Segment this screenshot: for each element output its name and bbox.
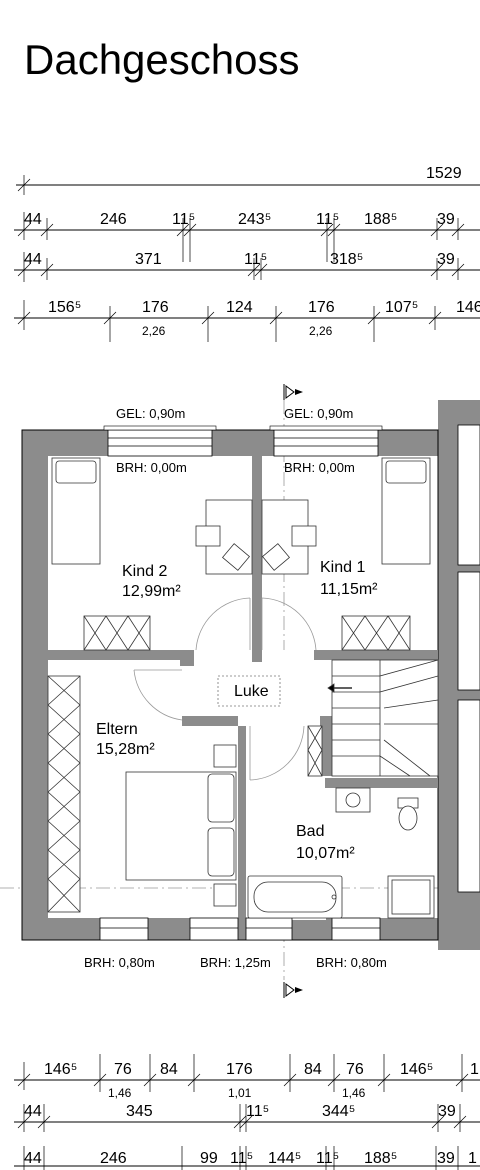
dim-b3-6: 188⁵ [364,1150,397,1167]
dim-r1-0: 44 [24,211,42,228]
brh-kind1-label: BRH: 0,00m [284,460,355,475]
dim-r1-6: 39 [437,211,455,228]
dim-r3-1: 176 [142,299,169,316]
brh-eltern-label: BRH: 0,80m [84,955,155,970]
dim-b3-7: 39 [437,1150,455,1167]
dim-r3-sub-1: 2,26 [309,324,333,338]
dim-r3-2: 124 [226,299,253,316]
luke-label: Luke [234,683,269,700]
dim-r2-3: 318⁵ [330,251,363,268]
dim-b2-2: 11⁵ [246,1103,269,1120]
dim-r3-0: 156⁵ [48,299,81,316]
brh-mid-label: BRH: 1,25m [200,955,271,970]
dim-b1-3: 176 [226,1061,253,1078]
dim-b1-4: 84 [304,1061,322,1078]
gel-right-label: GEL: 0,90m [284,406,353,421]
dim-r2-0: 44 [24,251,42,268]
dim-r1-3: 243⁵ [238,211,271,228]
dim-b1-sub-0: 1,46 [108,1086,132,1100]
dim-r3-5: 146 [456,299,480,316]
room-eltern-name: Eltern [96,721,138,738]
dim-b3-0: 44 [24,1150,42,1167]
room-kind1-name: Kind 1 [320,559,365,576]
dim-r1-2: 11⁵ [172,211,195,228]
dim-b3-2: 99 [200,1150,218,1167]
dim-b3-8: 1 [468,1150,477,1167]
dim-r1-5: 188⁵ [364,211,397,228]
dim-r1-1: 246 [100,211,127,228]
dim-b1-0: 146⁵ [44,1061,77,1078]
top-dimension-chains: 1529 44 246 11⁵ 243⁵ 11⁵ 188⁵ 39 [14,165,480,342]
dim-b2-4: 39 [438,1103,456,1120]
room-kind2-name: Kind 2 [122,563,167,580]
dim-total: 1529 [426,165,462,182]
dim-r1-4: 11⁵ [316,211,339,228]
room-bad-name: Bad [296,823,324,840]
dim-b2-1: 345 [126,1103,153,1120]
dim-b1-5: 76 [346,1061,364,1078]
furniture [47,457,439,919]
dim-b3-3: 11⁵ [230,1150,253,1167]
section-marker-top [283,384,303,400]
section-marker-bottom [283,982,303,998]
dim-r2-4: 39 [437,251,455,268]
dim-r2-1: 371 [135,251,162,268]
dim-b3-5: 11⁵ [316,1150,339,1167]
dim-b1-7: 1 [470,1061,479,1078]
room-bad-area: 10,07m² [296,845,355,862]
dim-r3-3: 176 [308,299,335,316]
dim-b3-1: 246 [100,1150,127,1167]
door-swings [133,597,317,781]
room-eltern-area: 15,28m² [96,741,155,758]
brh-bad-label: BRH: 0,80m [316,955,387,970]
dim-b1-sub-2: 1,46 [342,1086,366,1100]
dim-b2-0: 44 [24,1103,42,1120]
dim-b1-1: 76 [114,1061,132,1078]
dim-r3-sub-0: 2,26 [142,324,166,338]
dim-b3-4: 144⁵ [268,1150,301,1167]
dim-b2-3: 344⁵ [322,1103,355,1120]
room-kind1-area: 11,15m² [320,581,378,598]
gel-left-label: GEL: 0,90m [116,406,185,421]
luke-hatch [217,675,281,707]
dim-r3-4: 107⁵ [385,299,418,316]
walls [21,400,480,950]
dim-b1-2: 84 [160,1061,178,1078]
brh-kind2-label: BRH: 0,00m [116,460,187,475]
bottom-dimension-chains: 146⁵ 76 84 176 84 76 146⁵ 1 1,46 1,01 1,… [14,1054,480,1170]
room-kind2-area: 12,99m² [122,583,181,600]
dim-b1-sub-1: 1,01 [228,1086,252,1100]
page-title: Dachgeschoss [24,36,300,83]
dim-r2-2: 11⁵ [244,251,267,268]
dim-b1-6: 146⁵ [400,1061,433,1078]
windows [99,425,383,941]
